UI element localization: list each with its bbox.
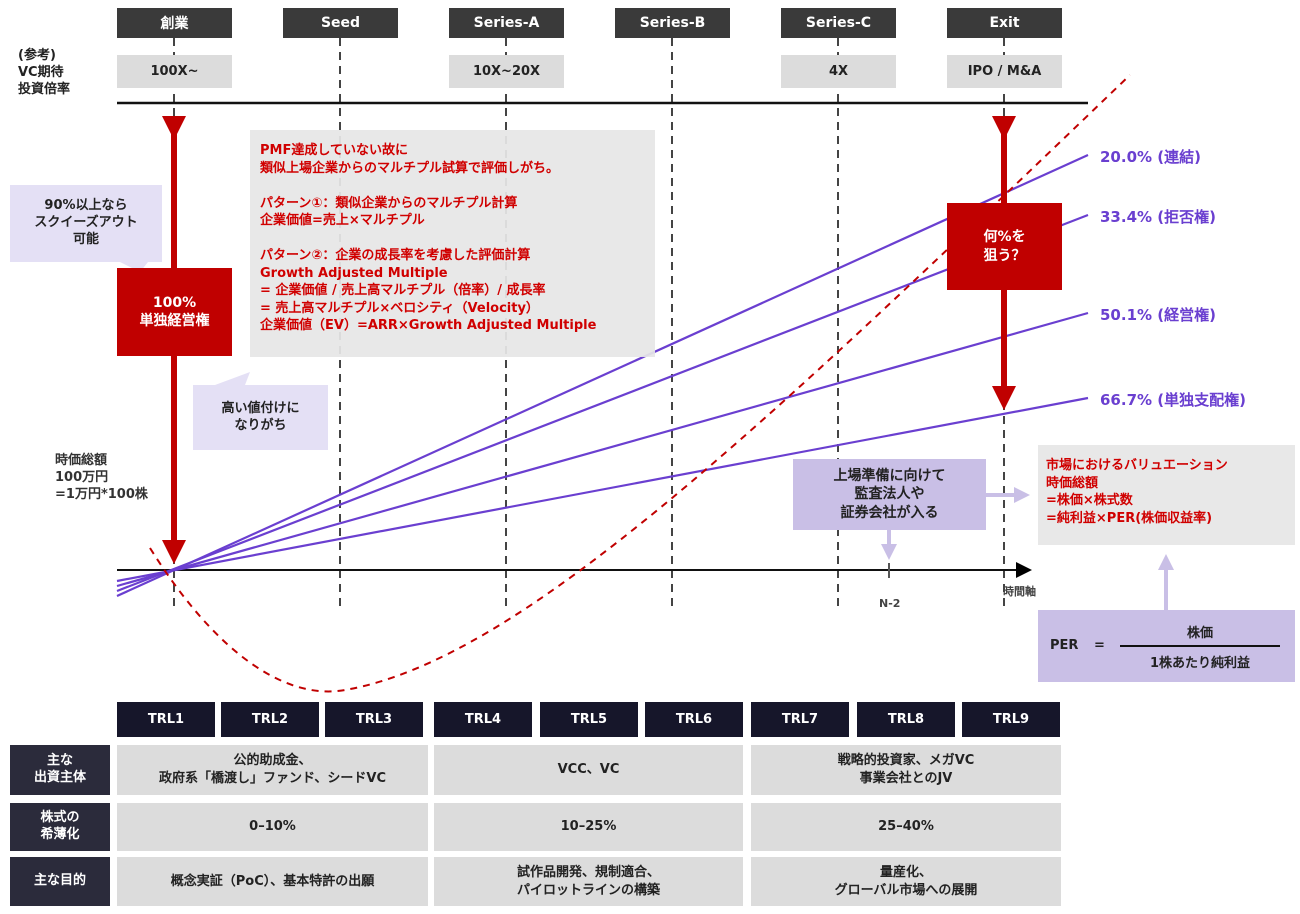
table-cell: 試作品開発、規制適合、 パイロットラインの構築 <box>434 857 743 906</box>
table-cell: 戦略的投資家、メガVC 事業会社とのJV <box>751 745 1061 795</box>
table-cell: 概念実証（PoC）、基本特許の出願 <box>117 857 428 906</box>
trl-1: TRL1 <box>117 702 215 737</box>
trl-8: TRL8 <box>857 702 955 737</box>
stage-seed: Seed <box>283 8 398 38</box>
multiple-exit: IPO / M&A <box>947 55 1062 88</box>
overpriced-note: 高い値付けに なりがち <box>193 385 328 450</box>
multiple-series-a: 10X~20X <box>449 55 564 88</box>
per-denominator: 1株あたり純利益 <box>1149 656 1251 671</box>
n2-label: N-2 <box>879 597 901 610</box>
sole-control-box: 100% 単独経営権 <box>117 268 232 356</box>
trl-7: TRL7 <box>751 702 849 737</box>
valuation-curve <box>149 74 1131 693</box>
ownership-label-33: 33.4% (拒否権) <box>1100 208 1216 226</box>
target-box: 何%を 狙う？ <box>947 203 1062 290</box>
trl-5: TRL5 <box>540 702 638 737</box>
per-equals: = <box>1094 638 1105 653</box>
stage-series-a: Series-A <box>449 8 564 38</box>
table-cell: 10–25% <box>434 803 743 851</box>
ownership-lines <box>116 153 1089 598</box>
ownership-label-20: 20.0% (連結) <box>1100 148 1201 166</box>
trl-4: TRL4 <box>434 702 532 737</box>
table-cell: 0–10% <box>117 803 428 851</box>
multiple-series-c: 4X <box>781 55 896 88</box>
row-label-dilution: 株式の 希薄化 <box>10 803 110 851</box>
per-label: PER <box>1050 638 1079 653</box>
ownership-label-50: 50.1% (経営権) <box>1100 306 1216 324</box>
trl-3: TRL3 <box>325 702 423 737</box>
trl-2: TRL2 <box>221 702 319 737</box>
market-cap-start: 時価総額 100万円 =1万円*100株 <box>55 453 148 502</box>
table-cell: 25–40% <box>751 803 1061 851</box>
stage-series-c: Series-C <box>781 8 896 38</box>
table-cell: 公的助成金、 政府系「橋渡し」ファンド、シードVC <box>117 745 428 795</box>
per-formula-box: PER = 株価 1株あたり純利益 <box>1038 610 1295 682</box>
stage-exit: Exit <box>947 8 1062 38</box>
fraction-bar <box>1120 645 1280 647</box>
table-cell: VCC、VC <box>434 745 743 795</box>
stage-series-b: Series-B <box>615 8 730 38</box>
ownership-label-66: 66.7% (単独支配権) <box>1100 391 1246 409</box>
squeeze-out-note: 90%以上なら スクイーズアウト 可能 <box>10 185 162 262</box>
row-label-investors: 主な 出資主体 <box>10 745 110 795</box>
stage-founding: 創業 <box>117 8 232 38</box>
valuation-method-box: PMF達成していない故に 類似上場企業からのマルチプル試算で評価しがち。 パター… <box>250 130 655 357</box>
trl-6: TRL6 <box>645 702 743 737</box>
ipo-prep-box: 上場準備に向けて 監査法人や 証券会社が入る <box>793 459 986 530</box>
reference-label: (参考) VC期待 投資倍率 <box>18 48 71 97</box>
table-cell: 量産化、 グローバル市場への展開 <box>751 857 1061 906</box>
per-numerator: 株価 <box>1186 626 1213 641</box>
multiple-founding: 100X~ <box>117 55 232 88</box>
trl-9: TRL9 <box>962 702 1060 737</box>
time-axis-label: 時間軸 <box>1003 585 1036 598</box>
market-valuation-box: 市場におけるバリュエーション 時価総額 =株価×株式数 =純利益×PER(株価収… <box>1038 445 1295 545</box>
callout-tail <box>215 372 250 385</box>
row-label-purpose: 主な目的 <box>10 857 110 906</box>
